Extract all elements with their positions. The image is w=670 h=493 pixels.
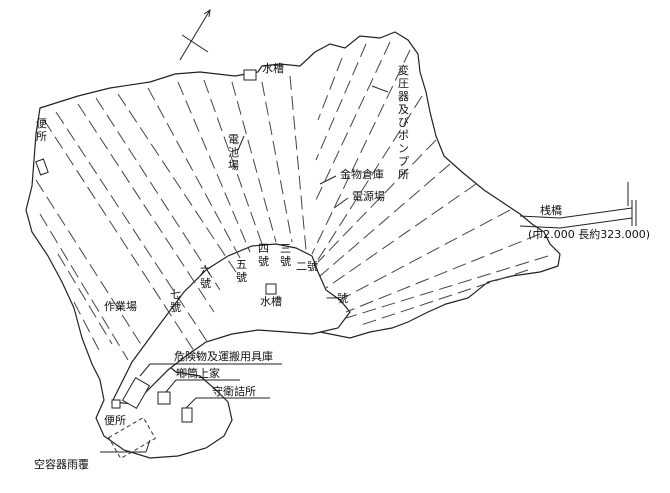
label-no1: 一號: [326, 292, 348, 305]
vertical-label-char: 號: [200, 277, 211, 290]
container-shed-outline: [107, 416, 157, 460]
label-battery-yard: 電池場: [228, 133, 239, 172]
label-no5: 五號: [236, 258, 247, 284]
vertical-label-char: 池: [228, 146, 239, 159]
label-toilet-south: 便所: [104, 414, 126, 427]
leader-lines: [100, 85, 389, 453]
water-tank-north: [243, 69, 257, 81]
vertical-label-char: 號: [236, 271, 247, 284]
label-water-tank-center: 水槽: [260, 295, 282, 308]
label-work-yard: 作業場: [104, 300, 137, 313]
label-water-tank-north: 水槽: [262, 62, 284, 75]
vertical-label-char: ポ: [398, 129, 409, 142]
label-container-shed: 空容器雨覆: [34, 457, 89, 471]
hazmat-store-building: [121, 377, 151, 409]
guard-post-building: [181, 407, 193, 423]
vertical-label-char: 変: [398, 63, 409, 77]
label-no4: 四號: [258, 242, 269, 268]
label-no6: 六號: [200, 264, 211, 290]
cylinder-house-building: [157, 391, 171, 405]
vertical-label-char: 器: [398, 90, 409, 103]
water-tank-center: [265, 283, 277, 295]
toilet-south-building: [111, 399, 121, 409]
vertical-label-char: 場: [228, 159, 239, 172]
vertical-label-char: 所: [398, 168, 409, 181]
vertical-label-char: 便: [36, 117, 47, 130]
label-cylinder-house: 喞筒上家: [176, 366, 220, 380]
vertical-label-char: び: [398, 116, 409, 129]
vertical-label-char: 四: [258, 242, 269, 255]
label-pier-dims: (巾2.000 長約323.000): [528, 227, 650, 241]
vertical-label-char: 號: [258, 255, 269, 268]
toilet-west-building: [35, 158, 49, 176]
label-pier: 桟橋: [540, 203, 562, 217]
trench-lines: [35, 41, 549, 361]
label-power-yard: 電源場: [352, 189, 385, 203]
label-no3: 三號: [280, 242, 291, 268]
north-arrow-icon: [179, 8, 211, 61]
pier: [519, 182, 637, 229]
vertical-label-char: プ: [398, 155, 409, 168]
label-no2: 二號: [296, 260, 318, 273]
vertical-label-char: 號: [280, 255, 291, 268]
label-no7: 七號: [170, 288, 181, 314]
vertical-label-char: 所: [36, 130, 47, 143]
vertical-label-char: 及: [398, 103, 409, 116]
vertical-label-char: 七: [170, 288, 181, 301]
island-outline: [25, 31, 561, 459]
vertical-label-char: 電: [228, 133, 239, 146]
vertical-label-char: 三: [280, 242, 291, 255]
vertical-label-char: 六: [200, 264, 211, 277]
label-hazmat-store: 危険物及運搬用具庫: [174, 349, 273, 363]
label-guard-post: 守衛詰所: [212, 384, 256, 398]
vertical-label-char: 圧: [398, 77, 409, 90]
label-metal-warehouse: 金物倉庫: [340, 167, 384, 181]
label-toilet-west: 便所: [36, 117, 47, 143]
vertical-label-char: 五: [236, 258, 247, 271]
vertical-label-char: ン: [398, 142, 409, 155]
vertical-label-char: 號: [170, 301, 181, 314]
